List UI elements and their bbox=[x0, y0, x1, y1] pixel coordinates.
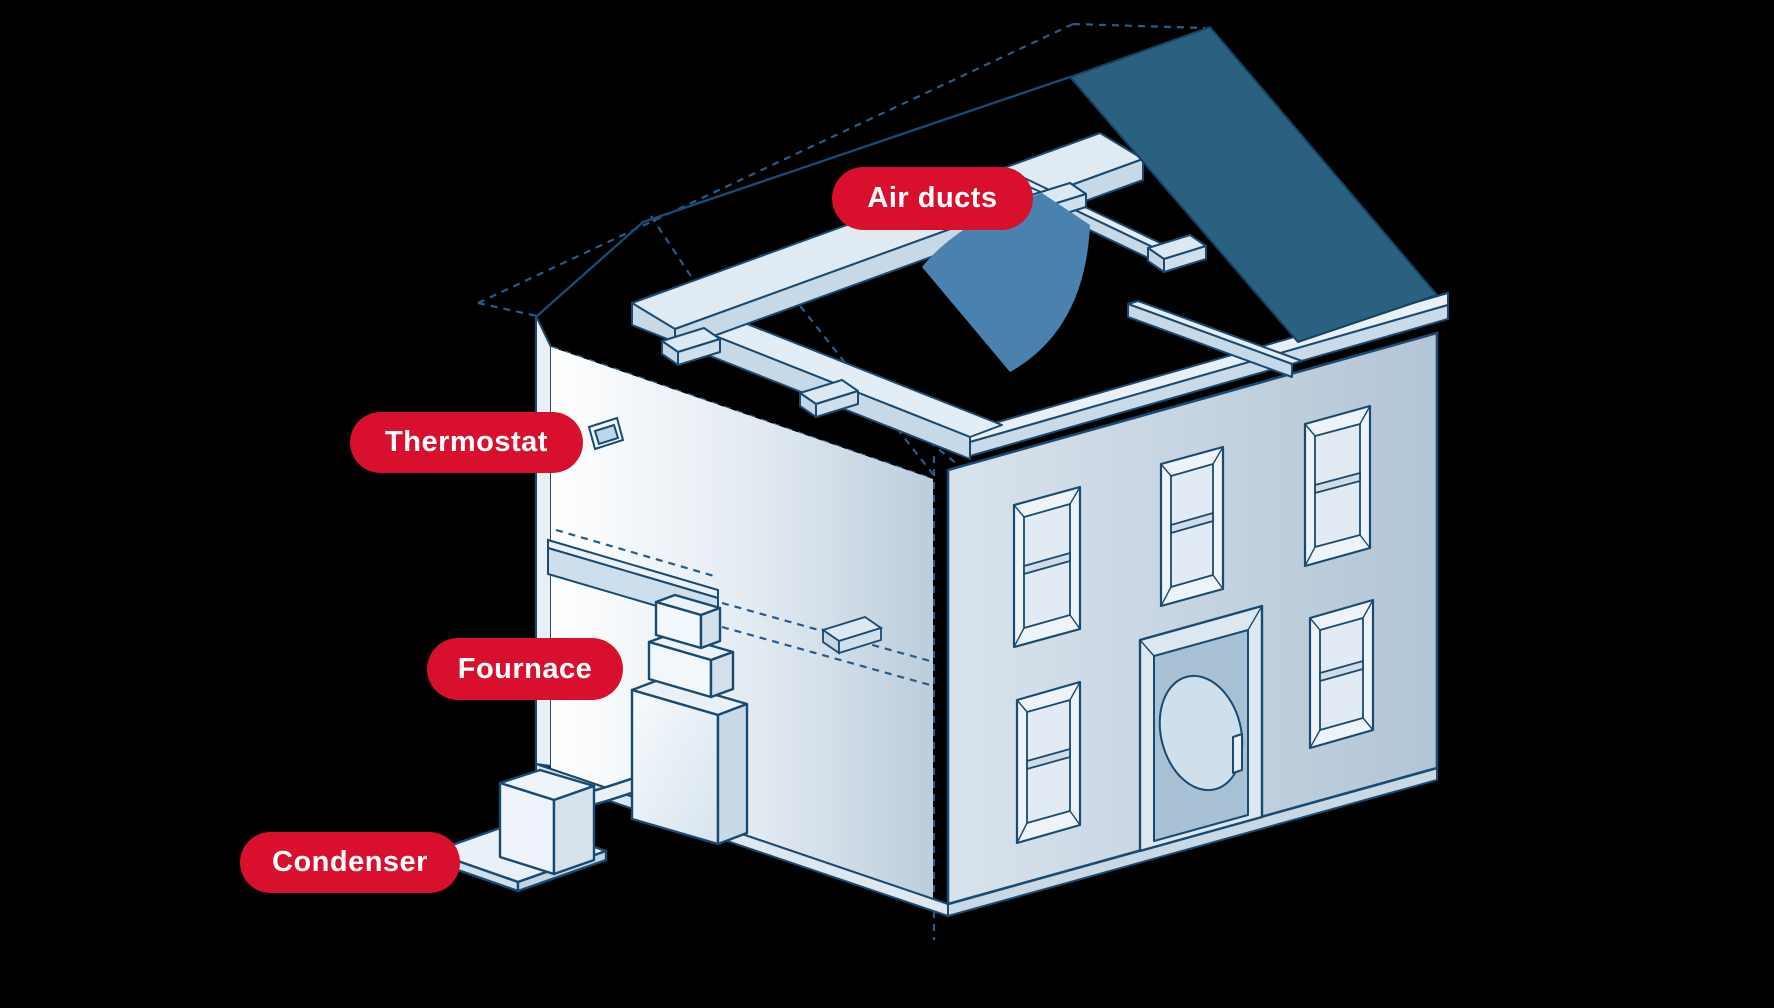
roof-panel bbox=[1068, 25, 1439, 344]
front-door bbox=[1138, 604, 1264, 853]
door-oval-window bbox=[1158, 674, 1244, 792]
label-thermostat: Thermostat bbox=[350, 412, 583, 473]
air-flow-swoosh bbox=[922, 193, 1090, 372]
thermostat-device bbox=[587, 416, 625, 451]
label-air-ducts: Air ducts bbox=[832, 167, 1033, 230]
label-furnace: Fournace bbox=[427, 638, 623, 700]
ceiling-vent bbox=[820, 616, 884, 655]
condenser-unit bbox=[430, 768, 608, 893]
label-condenser: Condenser bbox=[240, 832, 460, 893]
furnace-unit bbox=[630, 593, 749, 846]
windows bbox=[1012, 404, 1375, 845]
door-handle bbox=[1232, 733, 1243, 774]
